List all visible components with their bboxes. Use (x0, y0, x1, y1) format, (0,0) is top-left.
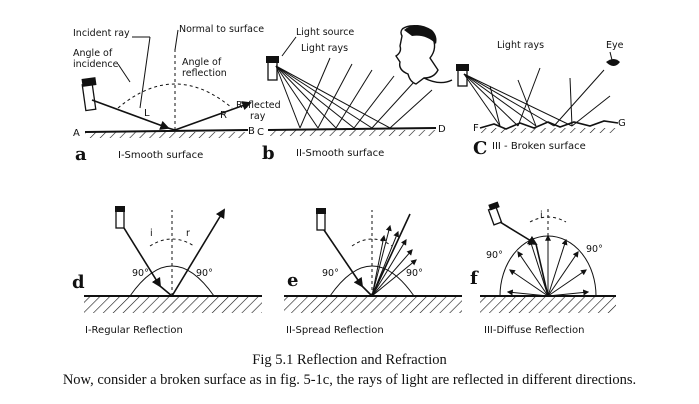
incident-ray (91, 99, 170, 130)
label-incident-ray: Incident ray (73, 28, 130, 39)
label-normal: Normal to surface (179, 24, 264, 35)
label-i-d: i (150, 228, 153, 239)
label-90-right-f: 90° (586, 244, 603, 255)
diffuse-rays-f (506, 234, 590, 297)
half-circle-d (129, 265, 215, 297)
label-angle-incidence-2: incidence (73, 59, 119, 70)
panel-letter-d: d (72, 272, 85, 293)
label-r-d: r (186, 228, 190, 239)
light-rays-c (463, 67, 611, 127)
label-angle-reflection-1: Angle of (182, 57, 222, 68)
label-90-left-f: 90° (486, 250, 503, 261)
panel-c-title: III - Broken surface (492, 141, 586, 152)
label-i-f: i (540, 210, 543, 221)
label-reflected-2: ray (250, 111, 266, 122)
panel-letter-b: b (262, 143, 275, 164)
spread-rays-e (371, 213, 417, 297)
label-L: L (144, 108, 150, 119)
label-light-rays-c: Light rays (497, 40, 544, 51)
angle-arc (117, 83, 233, 109)
label-light-rays-b: Light rays (301, 43, 348, 54)
flashlight-icon (316, 208, 326, 231)
label-angle-reflection-2: reflection (182, 68, 227, 79)
incident-ray-d (123, 227, 162, 288)
panel-e: 90° 90° e II-Spread Reflection (284, 208, 462, 336)
reflected-ray (174, 101, 252, 131)
body-paragraph: Now, consider a broken surface as in fig… (62, 372, 637, 388)
label-D: D (438, 124, 446, 135)
half-circle-f (499, 235, 597, 297)
label-90-left-d: 90° (132, 268, 149, 279)
label-A: A (73, 128, 80, 139)
panel-f-title: III-Diffuse Reflection (484, 325, 584, 336)
label-C: C (257, 127, 264, 138)
surface-cd (267, 127, 437, 131)
label-reflected-1: Reflected (236, 100, 281, 111)
light-rays-b (275, 57, 433, 129)
panel-a-title: I-Smooth surface (118, 150, 203, 161)
panel-a: Incident ray Normal to surface Angle of … (73, 24, 281, 165)
panel-b-title: II-Smooth surface (296, 148, 384, 159)
panel-letter-c: C (473, 138, 487, 159)
flashlight-icon (81, 77, 97, 112)
panel-e-title: II-Spread Reflection (286, 325, 384, 336)
figure-caption: Fig 5.1 Reflection and Refraction (252, 352, 447, 368)
panel-d: i r 90° 90° d I-Regular Reflection (72, 206, 262, 336)
label-light-source: Light source (296, 27, 354, 38)
label-90-left-e: 90° (322, 268, 339, 279)
reflected-ray-d (171, 208, 225, 297)
observer-head-icon (395, 25, 453, 85)
panel-letter-e: e (287, 270, 298, 291)
label-B: B (248, 126, 255, 137)
label-angle-incidence-1: Angle of (73, 48, 113, 59)
label-eye: Eye (606, 40, 624, 51)
label-R: R (220, 110, 227, 121)
label-G: G (618, 118, 626, 129)
surface-ab (84, 129, 249, 133)
flashlight-icon (487, 201, 503, 226)
incident-ray-e (323, 229, 364, 288)
panel-letter-f: f (470, 268, 479, 289)
eye-icon (606, 51, 620, 66)
panel-f: i 90° 90° f III-Diffuse Reflection (470, 201, 616, 336)
panel-d-title: I-Regular Reflection (85, 325, 183, 336)
flashlight-icon (266, 56, 279, 81)
label-90-right-d: 90° (196, 268, 213, 279)
flashlight-icon (115, 206, 125, 229)
panel-letter-a: a (75, 144, 87, 165)
label-F: F (473, 123, 479, 134)
broken-surface-fg (479, 120, 619, 130)
label-90-right-e: 90° (406, 268, 423, 279)
panel-c: Light rays Eye F G C III - Broken surfac… (456, 40, 626, 159)
panel-b: Light source Light rays C D b II-Smooth … (257, 25, 453, 164)
